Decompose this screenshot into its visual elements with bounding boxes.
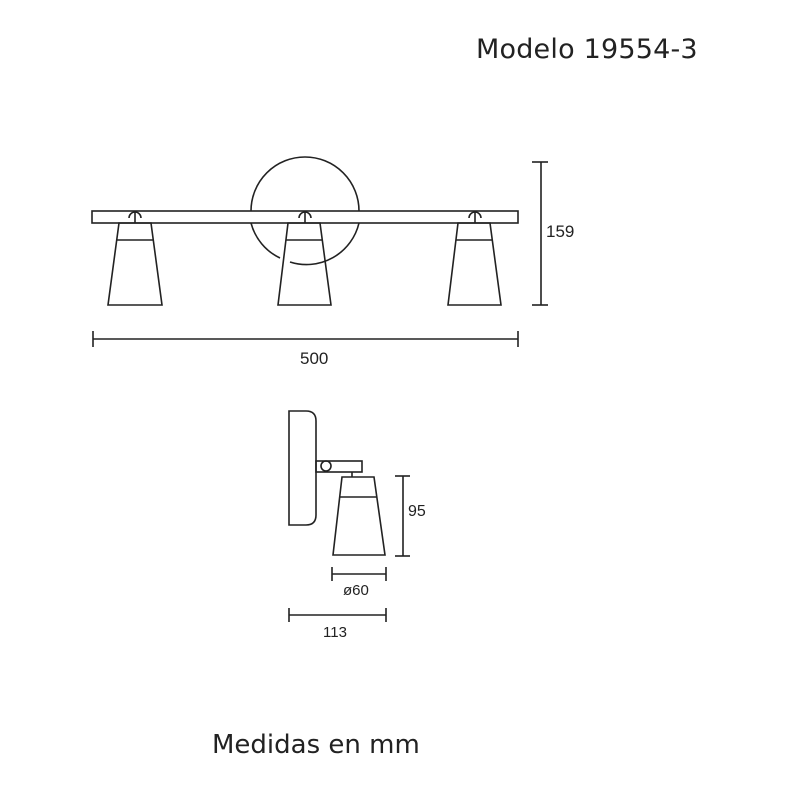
side-shade xyxy=(332,476,386,556)
side-joint xyxy=(320,460,332,472)
units-note: Medidas en mm xyxy=(212,730,420,760)
depth-label: 113 xyxy=(323,624,347,641)
spotlight-2 xyxy=(277,211,332,306)
side-view xyxy=(288,410,386,556)
model-title: Modelo 19554-3 xyxy=(476,34,698,65)
side-height-dimension-line xyxy=(395,475,410,557)
side-wall-plate xyxy=(288,410,317,526)
spotlight-1 xyxy=(107,211,163,306)
front-view xyxy=(91,156,519,306)
width-label: 500 xyxy=(300,349,328,368)
width-dimension-line xyxy=(92,331,519,347)
side-height-label: 95 xyxy=(408,503,426,520)
side-arm xyxy=(315,460,363,473)
wall-plate-disc xyxy=(250,156,360,266)
height-dimension-line xyxy=(532,161,548,306)
height-label: 159 xyxy=(546,222,574,241)
diameter-label: ø60 xyxy=(343,582,369,599)
diameter-dimension-line xyxy=(331,567,387,581)
spotlight-3 xyxy=(447,211,502,306)
depth-dimension-line xyxy=(288,608,387,622)
